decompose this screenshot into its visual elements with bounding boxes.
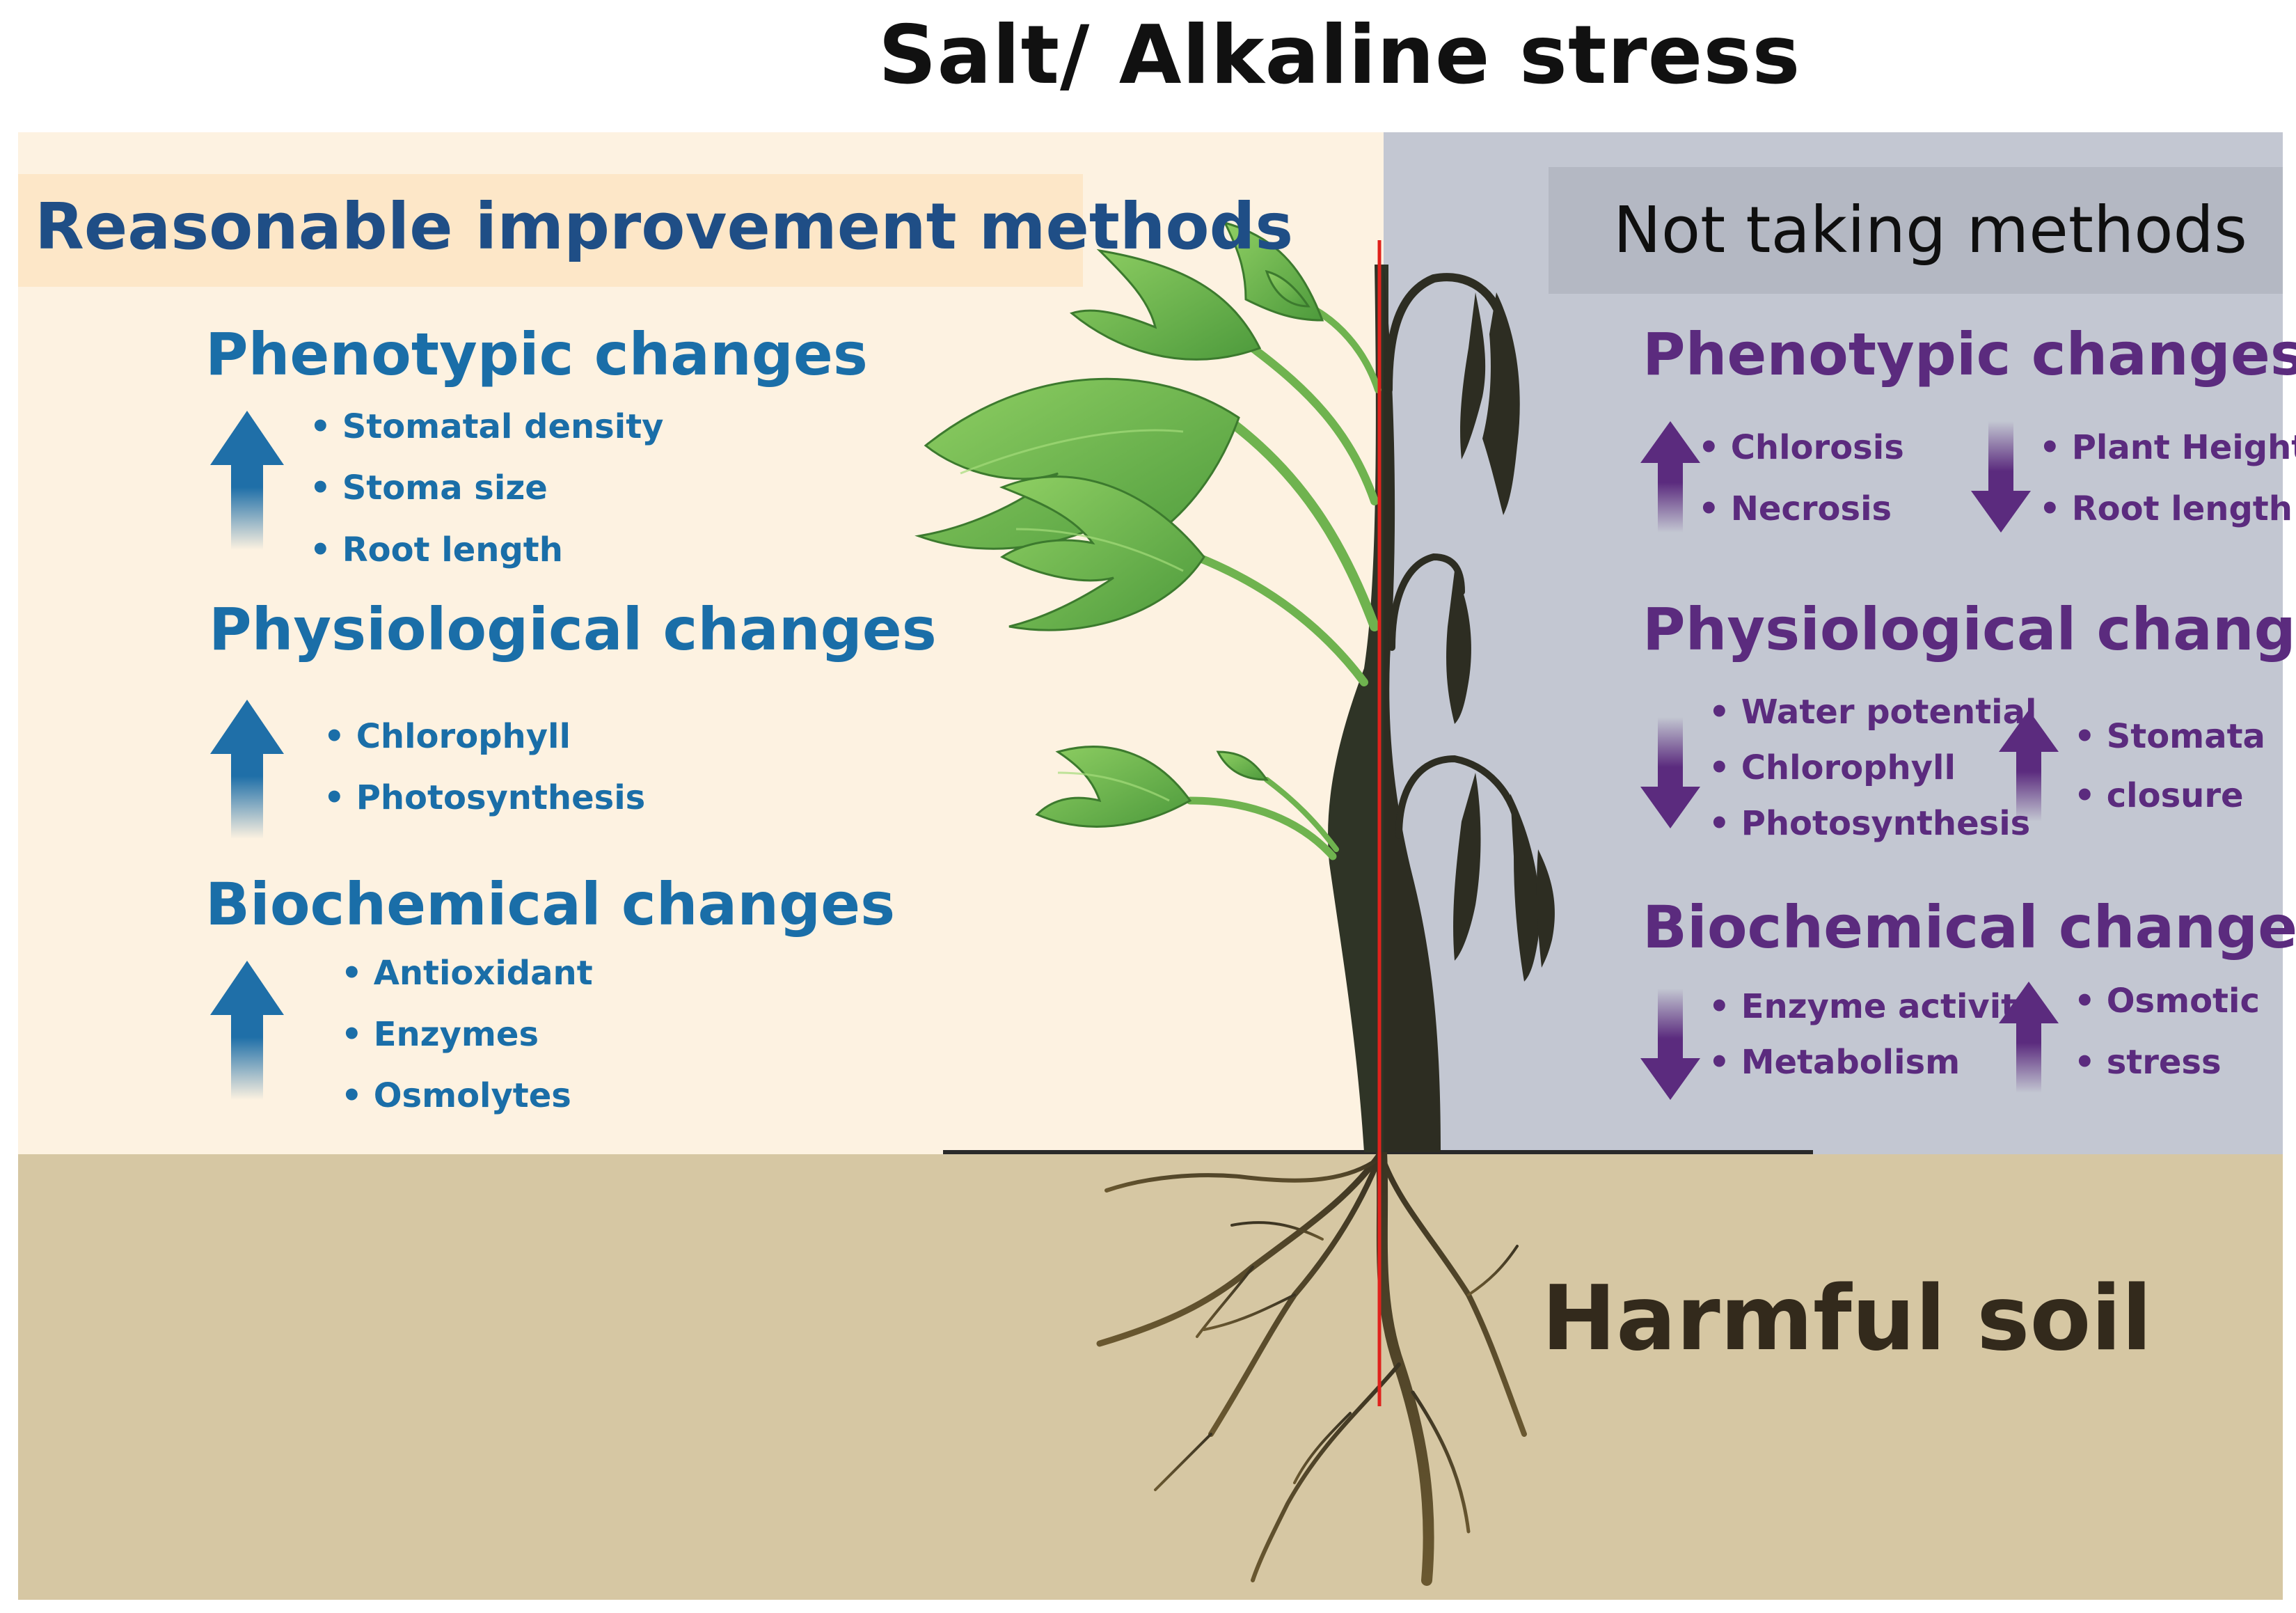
list-item-label: Water potential	[1741, 693, 2037, 732]
up-arrow-icon	[1999, 710, 2059, 821]
left-biochemical-heading: Biochemical changes	[205, 870, 896, 938]
list-item-label: closure	[2106, 776, 2244, 815]
list-item-label: stress	[2106, 1043, 2222, 1082]
list-item: •Photosynthesis	[324, 778, 646, 817]
right-physiological-heading: Physiological changes	[1642, 595, 2296, 663]
soil-bg	[18, 1154, 2283, 1600]
list-item: •stress	[2074, 1043, 2222, 1082]
healthy-leaves	[915, 221, 1324, 828]
left-banner	[18, 174, 1083, 287]
list-item-label: Necrosis	[1730, 489, 1892, 528]
list-item-label: Chlorosis	[1730, 428, 1904, 467]
list-item: •Water potential	[1709, 693, 2037, 732]
up-arrow-icon	[1999, 982, 2059, 1093]
soil-label: Harmful soil	[1542, 1267, 2153, 1371]
up-arrow-icon	[210, 411, 284, 550]
right-banner-title: Not taking methods	[1613, 193, 2247, 267]
list-item-label: Photosynthesis	[356, 778, 646, 817]
list-item-label: Enzyme activity	[1741, 987, 2039, 1026]
list-item: •closure	[2074, 776, 2244, 815]
list-item-label: Stoma size	[342, 469, 548, 507]
list-item-label: Root length	[2071, 489, 2293, 528]
list-item-label: Stomata	[2106, 717, 2265, 756]
list-item-label: Chlorophyll	[1741, 748, 1956, 787]
list-item: •Stomata	[2074, 717, 2265, 756]
list-item: •Enzyme activity	[1709, 987, 2039, 1026]
list-item: •Stomatal density	[310, 407, 664, 446]
list-item: •Plant Height	[2039, 428, 2296, 467]
list-item: •Enzymes	[341, 1015, 539, 1054]
list-item-label: Antioxidant	[373, 954, 593, 993]
list-item-label: Plant Height	[2071, 428, 2296, 467]
list-item: •Photosynthesis	[1709, 804, 2031, 843]
list-item-label: Chlorophyll	[356, 717, 571, 756]
right-phenotypic-heading: Phenotypic changes	[1642, 320, 2296, 388]
down-arrow-icon	[1640, 989, 1700, 1100]
list-item-label: Root length	[342, 530, 563, 569]
list-item-label: Osmolytes	[373, 1076, 571, 1115]
list-item: •Chlorophyll	[1709, 748, 1956, 787]
roots-illustration	[1096, 1147, 1527, 1586]
page-title: Salt/ Alkaline stress	[878, 8, 1801, 102]
wilted-stem	[1384, 265, 1441, 1152]
list-item-label: Enzymes	[373, 1015, 539, 1054]
up-arrow-icon	[1640, 421, 1700, 533]
list-item: •Antioxidant	[341, 954, 593, 993]
up-arrow-icon	[210, 961, 284, 1100]
right-biochemical-heading: Biochemical changes	[1642, 893, 2296, 961]
list-item: •Metabolism	[1709, 1043, 1961, 1082]
list-item: •Chlorosis	[1698, 428, 1904, 467]
right-banner	[1549, 167, 2283, 294]
list-item-label: Osmotic	[2106, 982, 2260, 1021]
down-arrow-icon	[1640, 717, 1700, 828]
wilted-leaves	[1446, 292, 1555, 982]
list-item: •Osmotic	[2074, 982, 2260, 1021]
up-arrow-icon	[210, 700, 284, 839]
left-physiological-heading: Physiological changes	[209, 595, 937, 663]
list-item-label: Metabolism	[1741, 1043, 1961, 1082]
left-banner-title: Reasonable improvement methods	[35, 189, 1294, 264]
down-arrow-icon	[1971, 421, 2031, 533]
list-item: •Root length	[2039, 489, 2293, 528]
list-item: •Osmolytes	[341, 1076, 571, 1115]
healthy-stem	[1328, 265, 1388, 1152]
list-item: •Chlorophyll	[324, 717, 571, 756]
list-item-label: Photosynthesis	[1741, 804, 2031, 843]
list-item: •Stoma size	[310, 469, 548, 507]
left-phenotypic-heading: Phenotypic changes	[205, 320, 868, 388]
list-item-label: Stomatal density	[342, 407, 664, 446]
list-item: •Necrosis	[1698, 489, 1892, 528]
right-panel-bg	[1384, 132, 2283, 1154]
list-item: •Root length	[310, 530, 563, 569]
